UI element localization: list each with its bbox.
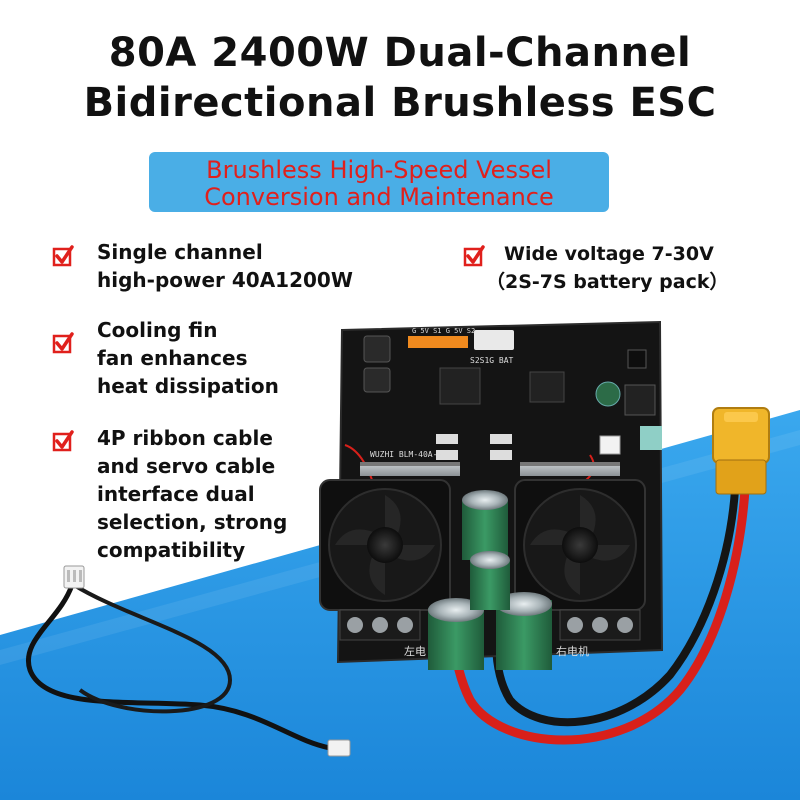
left-motor-label: 左电 — [404, 645, 426, 658]
feature-line: 4P ribbon cable — [97, 426, 273, 450]
feature-cooling: Cooling fin fan enhances heat dissipatio… — [97, 316, 279, 400]
feature-line: （2S-7S battery pack） — [486, 271, 729, 293]
right-cooling-fan — [514, 479, 646, 611]
banner-line-1: Brushless High-Speed Vessel — [206, 156, 552, 184]
headline-line-1: 80A 2400W Dual-Channel — [108, 30, 692, 76]
checked-box-icon — [52, 430, 74, 452]
subtitle-banner — [149, 152, 609, 212]
pin-header-label: G 5V S1 G 5V S2 — [412, 327, 475, 335]
feature-single-channel: Single channel high-power 40A1200W — [97, 238, 353, 294]
right-motor-label: 右电机 — [556, 644, 589, 658]
checked-box-icon — [52, 332, 74, 354]
feature-line: Wide voltage 7-30V — [504, 243, 714, 265]
feature-line: and servo cable — [97, 454, 276, 478]
ribbon-cable — [25, 565, 351, 757]
feature-line: Single channel — [97, 240, 263, 264]
feature-line: fan enhances — [97, 346, 248, 370]
feature-line: interface dual — [97, 482, 255, 506]
port-label: S2S1G BAT — [470, 356, 514, 365]
feature-line: compatibility — [97, 538, 246, 562]
checked-box-icon — [52, 245, 74, 267]
feature-line: Cooling fin — [97, 318, 218, 342]
headline-line-2: Bidirectional Brushless ESC — [83, 80, 717, 126]
checked-box-icon — [463, 245, 485, 267]
feature-line: high-power 40A1200W — [97, 268, 353, 292]
left-cooling-fan — [319, 479, 451, 611]
esc-circuit-board: G 5V S1 G 5V S2 S2S1G BAT WUZHI BLM-40A-… — [319, 320, 664, 670]
capacitors — [428, 490, 552, 670]
banner-line-2: Conversion and Maintenance — [204, 183, 554, 211]
feature-wide-voltage: Wide voltage 7-30V （2S-7S battery pack） — [486, 240, 798, 296]
xt60-connector — [712, 407, 770, 495]
screw-terminals — [339, 609, 641, 641]
feature-cable-interface: 4P ribbon cable and servo cable interfac… — [97, 424, 287, 564]
feature-line: heat dissipation — [97, 374, 279, 398]
feature-line: selection, strong — [97, 510, 288, 534]
model-label: WUZHI BLM-40A-V1 — [370, 450, 447, 459]
